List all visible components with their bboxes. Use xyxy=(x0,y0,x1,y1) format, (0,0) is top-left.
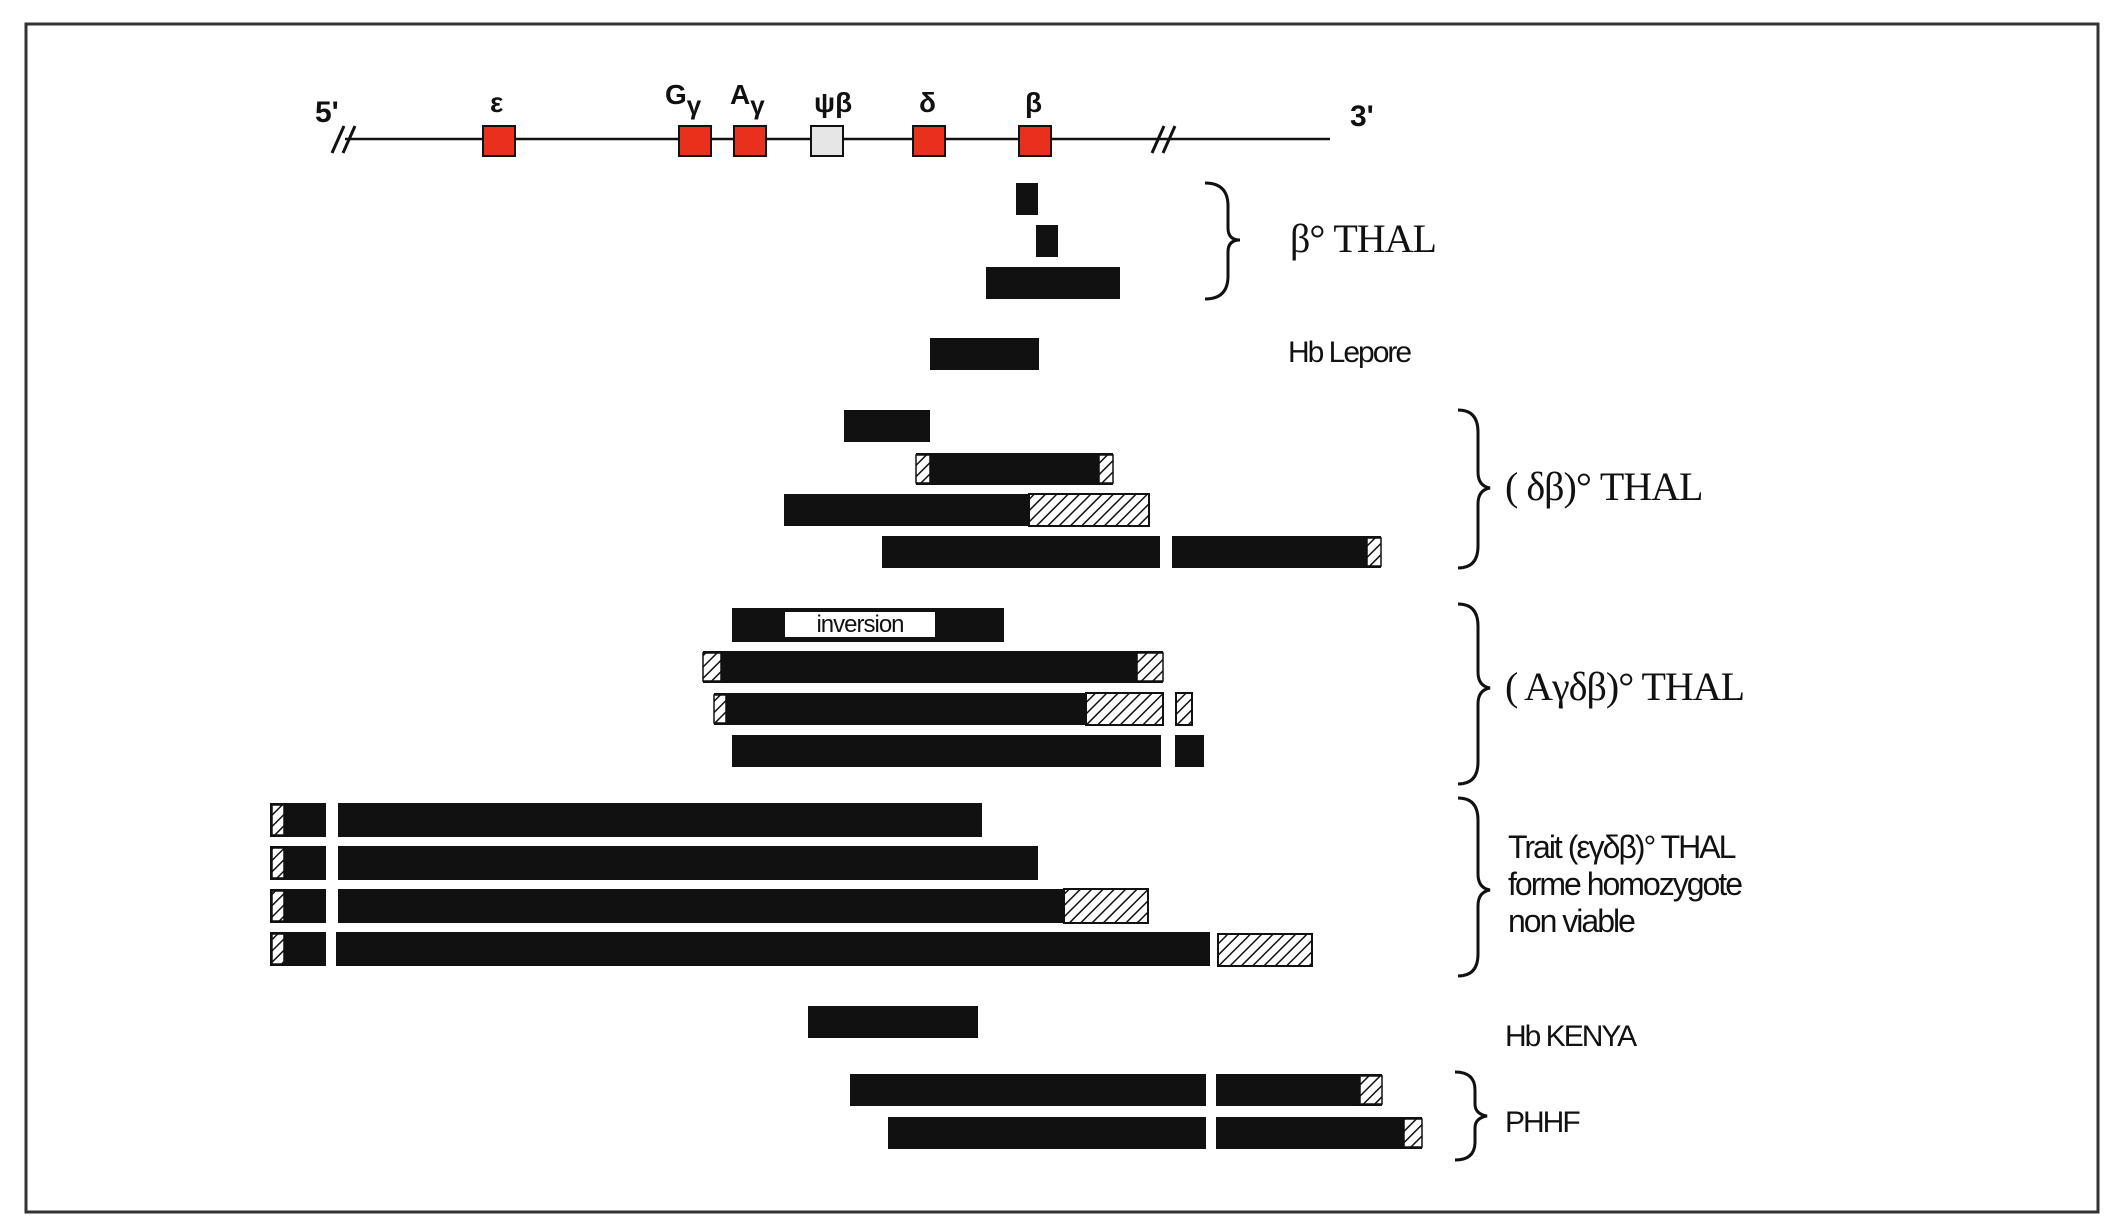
three-prime-label: 3' xyxy=(1350,100,1374,133)
group-agammadeltabeta0-thal: inversion ( Aγδβ)° THAL xyxy=(702,602,1745,786)
deletion-bar xyxy=(338,889,1064,923)
uncertain-region xyxy=(1028,493,1150,527)
deletion-bar xyxy=(1172,536,1381,568)
group-label-hb-lepore: Hb Lepore xyxy=(1288,336,1411,369)
deletion-bar xyxy=(986,267,1120,299)
group-label-agammadeltabeta0-thal: ( Aγδβ)° THAL xyxy=(1505,664,1744,709)
uncertain-region xyxy=(271,804,285,836)
group-phhf: PHHF xyxy=(850,1070,1582,1162)
deletion-bar xyxy=(732,735,1161,767)
deletion-bar xyxy=(888,1117,1206,1149)
deletion-bar xyxy=(338,803,982,837)
group-label-phhf: PHHF xyxy=(1505,1106,1580,1139)
gene-agamma-box xyxy=(733,125,767,157)
gene-delta-box xyxy=(912,125,946,157)
group-egammadeltabeta0-thal: Trait (εγδβ)° THAL forme homozygote non … xyxy=(270,796,1748,978)
figure-frame xyxy=(24,22,2100,1214)
uncertain-region xyxy=(702,652,722,682)
group-label-deltabeta0-thal: ( δβ)° THAL xyxy=(1505,464,1702,509)
gene-beta-label: β xyxy=(1025,87,1042,118)
uncertain-region xyxy=(1085,692,1164,726)
inversion-box xyxy=(783,610,937,639)
deletion-bar xyxy=(916,453,1113,485)
group-label-hb-kenya: Hb KENYA xyxy=(1505,1020,1637,1053)
group-bracket xyxy=(1454,1070,1488,1162)
deletion-bar xyxy=(930,338,1039,370)
gene-map: 5' 3' ε Gγ Aγ ψβ δ β xyxy=(315,79,1374,157)
inversion-label: inversion xyxy=(816,611,903,638)
uncertain-region xyxy=(915,454,931,484)
group-hb-kenya: Hb KENYA xyxy=(808,1006,1639,1053)
group-beta0-thal: β° THAL xyxy=(986,181,1437,301)
deletion-bar xyxy=(1016,183,1038,215)
deletion-bar xyxy=(850,1074,1206,1106)
gene-psibeta-label: ψβ xyxy=(814,87,852,118)
five-prime-label: 5' xyxy=(315,96,339,129)
gene-beta-box xyxy=(1018,125,1052,157)
uncertain-region xyxy=(1217,933,1313,967)
uncertain-region xyxy=(1063,888,1149,924)
group-label-beta0-thal: β° THAL xyxy=(1290,216,1436,261)
group-hb-lepore: Hb Lepore xyxy=(930,336,1413,370)
group-bracket xyxy=(1457,408,1491,570)
gene-ggamma-label: Gγ xyxy=(665,79,702,120)
uncertain-region xyxy=(713,694,727,724)
uncertain-region xyxy=(271,847,285,879)
uncertain-region xyxy=(1366,537,1382,567)
group-label-egammadeltabeta0-thal: Trait (εγδβ)° THAL forme homozygote non … xyxy=(1508,829,1748,939)
deletion-bar xyxy=(784,494,1029,526)
deletion-bar xyxy=(714,693,1086,725)
deletion-bar xyxy=(338,846,1038,880)
deletion-bar xyxy=(808,1006,978,1038)
gene-ggamma-box xyxy=(678,125,712,157)
gene-epsilon-label: ε xyxy=(490,87,503,118)
group-deltabeta0-thal: ( δβ)° THAL xyxy=(784,408,1703,570)
deletion-bar xyxy=(1175,735,1204,767)
gene-delta-label: δ xyxy=(919,87,936,118)
gene-agamma-label: Aγ xyxy=(730,79,765,120)
uncertain-region xyxy=(1175,692,1193,726)
uncertain-region xyxy=(1098,454,1114,484)
group-bracket xyxy=(1457,796,1491,978)
deletion-bar xyxy=(1216,1074,1382,1106)
uncertain-region xyxy=(1359,1075,1383,1105)
group-bracket xyxy=(1457,602,1491,786)
deletion-bar xyxy=(703,651,1163,683)
group-bracket xyxy=(1204,181,1241,301)
uncertain-region xyxy=(271,890,285,922)
uncertain-region xyxy=(271,933,285,965)
gene-epsilon-box xyxy=(482,125,516,157)
break-mark-left xyxy=(330,125,357,154)
deletion-bar xyxy=(336,932,1210,966)
uncertain-region xyxy=(1403,1118,1423,1148)
break-mark-right xyxy=(1150,125,1177,154)
deletion-bar xyxy=(1216,1117,1422,1149)
uncertain-region xyxy=(1136,652,1164,682)
deletion-bar xyxy=(844,410,930,442)
deletion-bar xyxy=(1036,225,1058,257)
gene-psibeta-box xyxy=(810,125,844,157)
deletion-bar xyxy=(882,536,1160,568)
